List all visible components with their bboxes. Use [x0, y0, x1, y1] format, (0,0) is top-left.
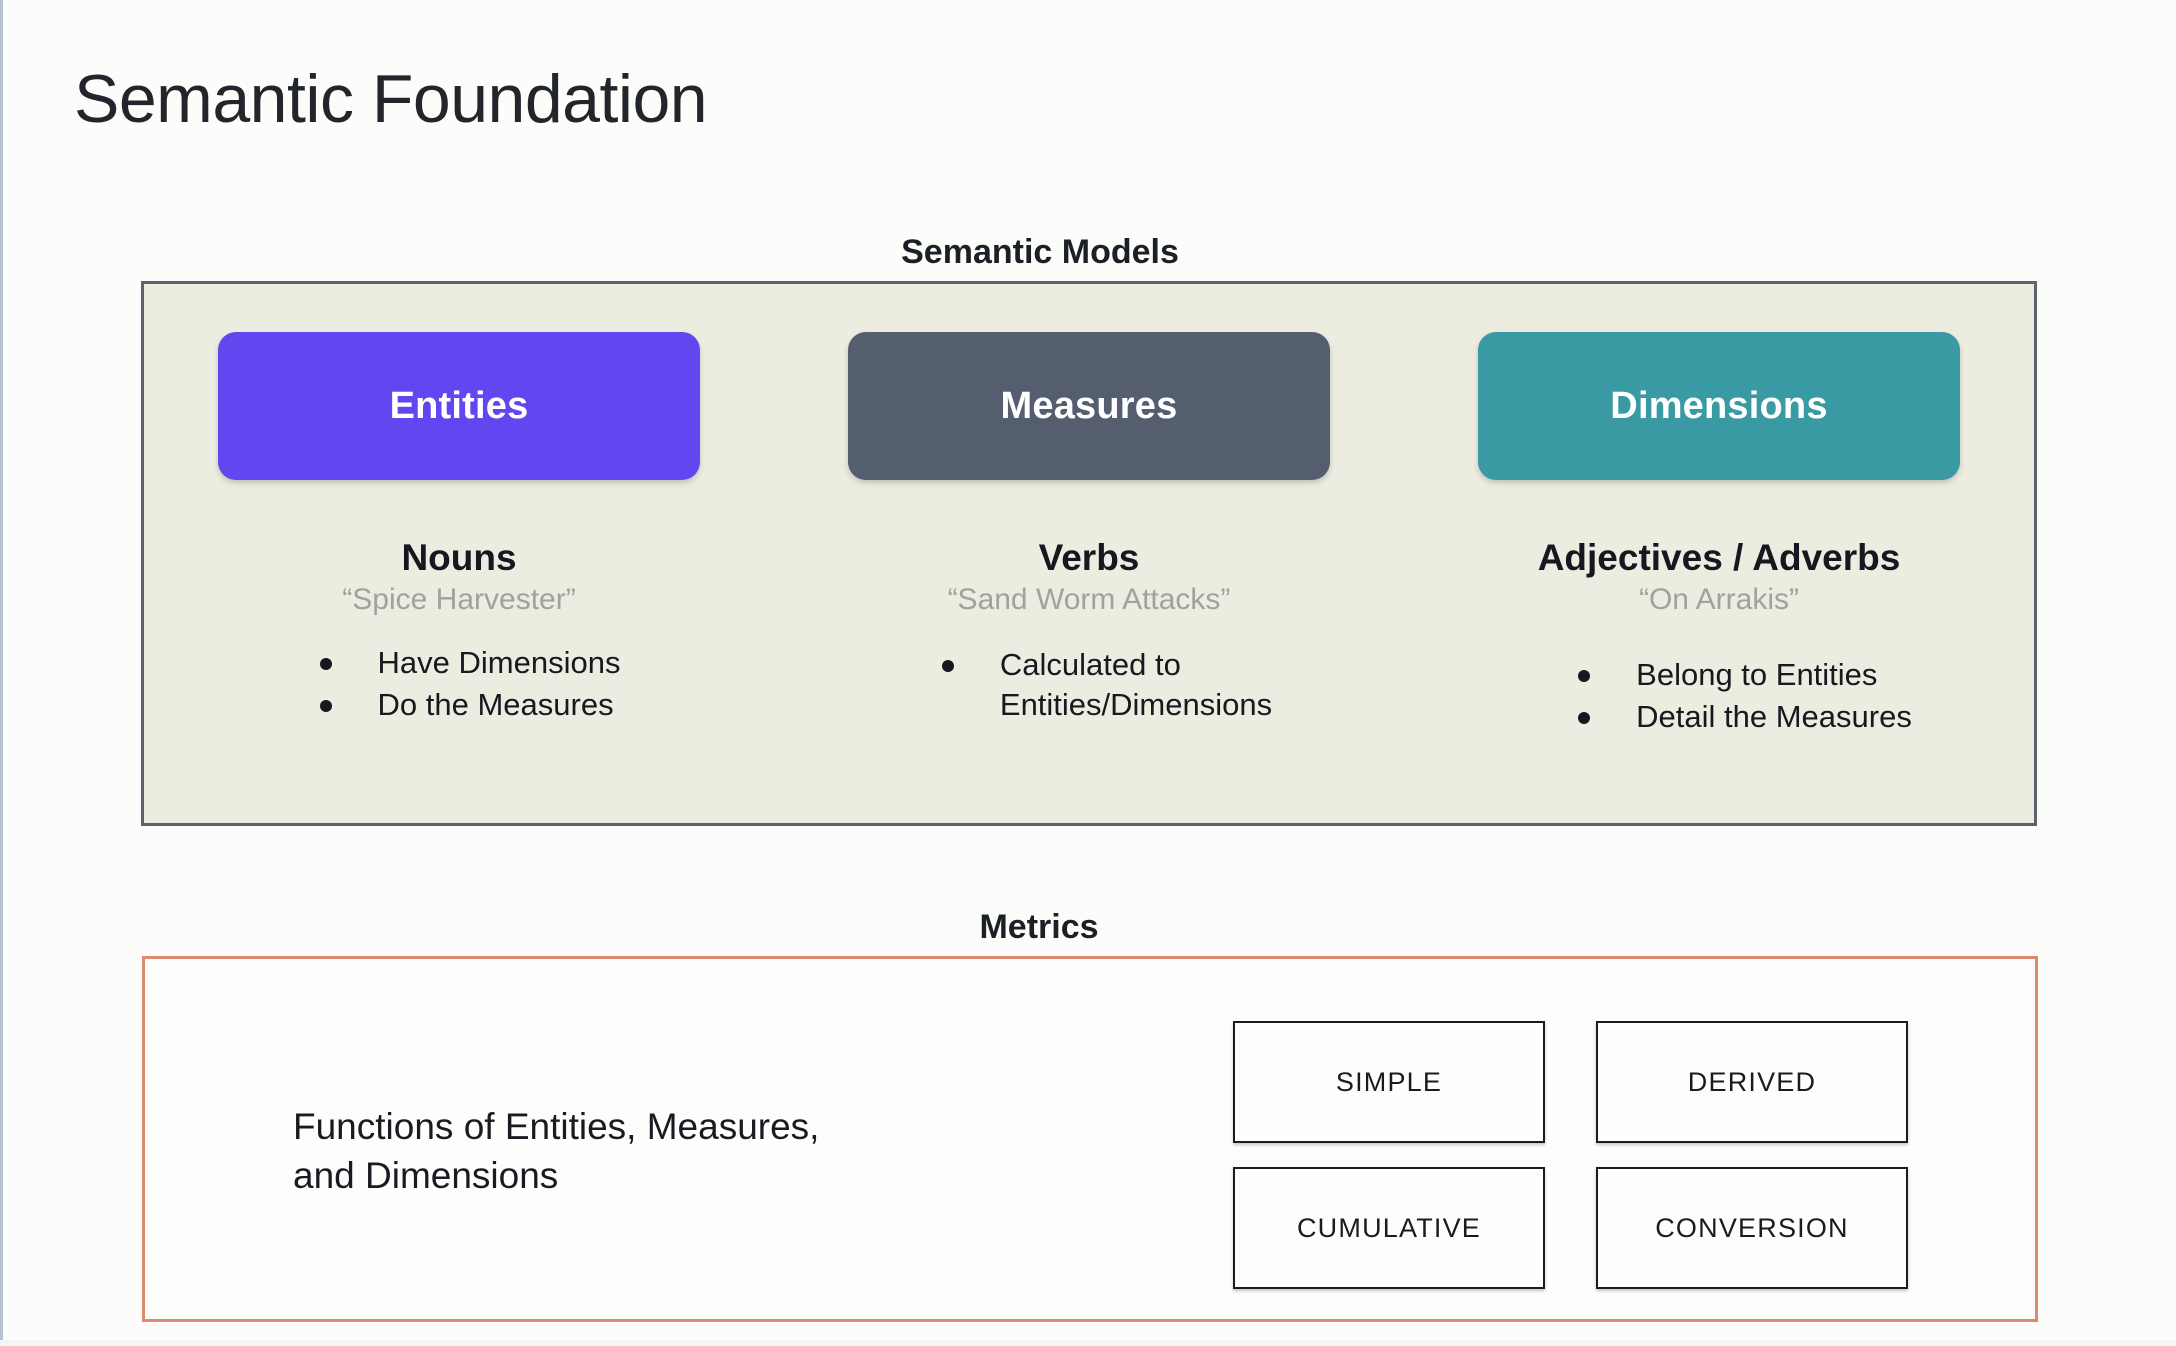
- page-title: Semantic Foundation: [74, 61, 708, 137]
- pillar-column-measures: Measures Verbs “Sand Worm Attacks” Calcu…: [774, 332, 1404, 738]
- pillar-part-of-speech-dimensions: Adjectives / Adverbs: [1537, 537, 1901, 578]
- pillar-chip-entities[interactable]: Entities: [218, 332, 700, 480]
- bullet-dot-icon: [941, 660, 954, 672]
- list-item-label: Belong to Entities: [1636, 657, 1878, 692]
- left-edge-rule: [0, 0, 3, 1346]
- pillar-bullet-list-measures: Calculated to Entities/Dimensions: [941, 645, 1273, 726]
- semantic-models-caption: Semantic Models: [901, 233, 1179, 271]
- metric-type-cumulative[interactable]: CUMULATIVE: [1233, 1167, 1545, 1289]
- metrics-caption: Metrics: [979, 908, 1099, 946]
- metrics-panel: Functions of Entities, Measures, and Dim…: [142, 956, 2038, 1322]
- semantic-models-panel: Entities Nouns “Spice Harvester” Have Di…: [141, 281, 2037, 826]
- metric-type-simple[interactable]: SIMPLE: [1233, 1021, 1545, 1143]
- bullet-dot-icon: [319, 699, 332, 712]
- pillar-bullet-list-entities: Have Dimensions Do the Measures: [319, 643, 621, 726]
- list-item-label: Do the Measures: [377, 686, 614, 722]
- list-item-label: Calculated to Entities/Dimensions: [999, 647, 1273, 722]
- metric-type-derived[interactable]: DERIVED: [1596, 1021, 1908, 1143]
- metric-type-grid: SIMPLE DERIVED CUMULATIVE CONVERSION: [1233, 1021, 1908, 1289]
- pillar-example-entities: “Spice Harvester”: [342, 583, 576, 616]
- list-item: Do the Measures: [319, 685, 621, 725]
- pillar-row: Entities Nouns “Spice Harvester” Have Di…: [144, 332, 2034, 738]
- pillar-example-dimensions: “On Arrakis”: [1638, 583, 1800, 616]
- bottom-edge-rule: [0, 1340, 2176, 1346]
- pillar-example-measures: “Sand Worm Attacks”: [947, 583, 1231, 616]
- pillar-part-of-speech-entities: Nouns: [401, 537, 517, 578]
- pillar-part-of-speech-measures: Verbs: [1038, 537, 1140, 578]
- bullet-dot-icon: [319, 658, 332, 670]
- list-item: Belong to Entities: [1578, 655, 1912, 695]
- pillar-chip-measures[interactable]: Measures: [848, 332, 1330, 480]
- pillar-bullet-list-dimensions: Belong to Entities Detail the Measures: [1578, 655, 1912, 738]
- list-item-label: Have Dimensions: [377, 645, 621, 680]
- list-item: Detail the Measures: [1578, 697, 1912, 737]
- bullet-dot-icon: [1578, 711, 1591, 724]
- metric-type-conversion[interactable]: CONVERSION: [1596, 1167, 1908, 1289]
- bullet-dot-icon: [1578, 670, 1591, 682]
- list-item: Calculated to Entities/Dimensions: [941, 645, 1273, 724]
- pillar-chip-dimensions[interactable]: Dimensions: [1478, 332, 1960, 480]
- metrics-description: Functions of Entities, Measures, and Dim…: [293, 1106, 820, 1196]
- pillar-column-entities: Entities Nouns “Spice Harvester” Have Di…: [144, 332, 774, 738]
- list-item: Have Dimensions: [319, 643, 621, 683]
- pillar-column-dimensions: Dimensions Adjectives / Adverbs “On Arra…: [1404, 332, 2034, 738]
- list-item-label: Detail the Measures: [1636, 698, 1912, 734]
